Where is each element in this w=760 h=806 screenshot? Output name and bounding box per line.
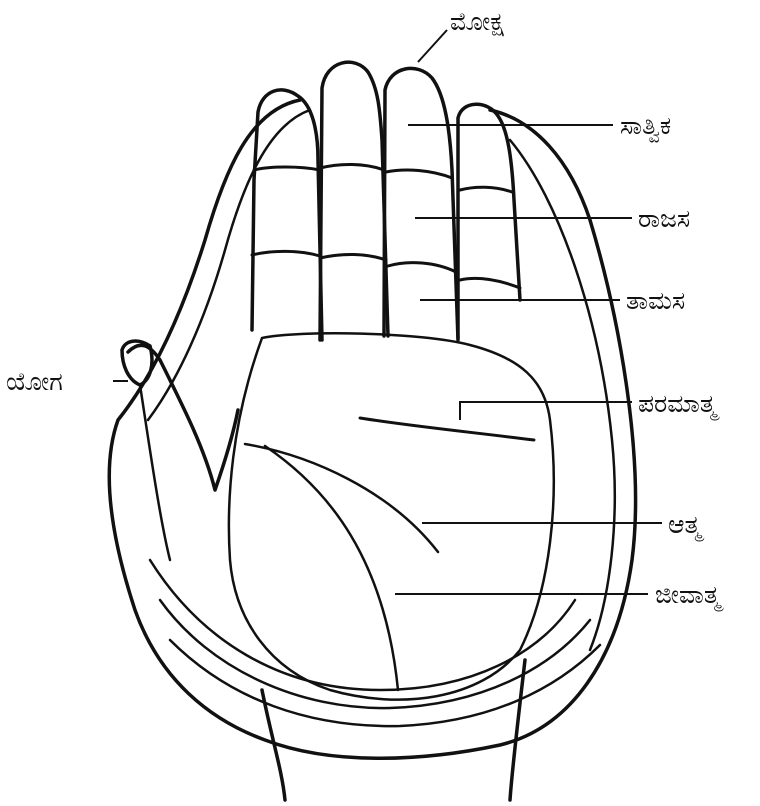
outer-hand-outline <box>109 100 635 758</box>
palm-line-life <box>265 446 398 690</box>
crease-ring-1 <box>386 170 452 178</box>
crease-middle-1 <box>320 164 384 170</box>
crease-little-1 <box>460 187 512 192</box>
outer-hand-right-edge <box>510 140 615 650</box>
label-yoga: ಯೋಗ <box>6 367 63 396</box>
crease-little-2 <box>460 278 520 288</box>
palm-line-heart <box>245 444 438 552</box>
label-moksha: ಮೋಕ್ಷ <box>450 7 504 36</box>
wrist-line-3 <box>170 640 600 726</box>
label-tamasa: ತಾಮಸ <box>626 286 685 315</box>
wrist-line-2 <box>160 600 590 708</box>
finger-middle <box>320 62 388 340</box>
crease-ring-2 <box>388 263 456 272</box>
label-jeevatma: ಜೀವಾತ್ಮ <box>655 580 724 612</box>
wrist-line-1 <box>150 560 575 690</box>
outer-hand-outline-inner <box>148 110 310 420</box>
label-rajasa: ರಾಜಸ <box>638 204 690 233</box>
label-paramatma: ಪರಮಾತ್ಮ <box>638 389 720 421</box>
leader-moksha <box>418 30 447 62</box>
label-atma: ಆತ್ಮ <box>668 510 705 542</box>
crease-middle-2 <box>320 254 386 260</box>
finger-index <box>252 90 322 340</box>
label-sattvika: ಸಾತ್ವಿಕ <box>620 111 671 143</box>
crease-index-2 <box>252 251 320 256</box>
palm-line-head <box>360 418 534 440</box>
crease-index-1 <box>254 167 320 170</box>
